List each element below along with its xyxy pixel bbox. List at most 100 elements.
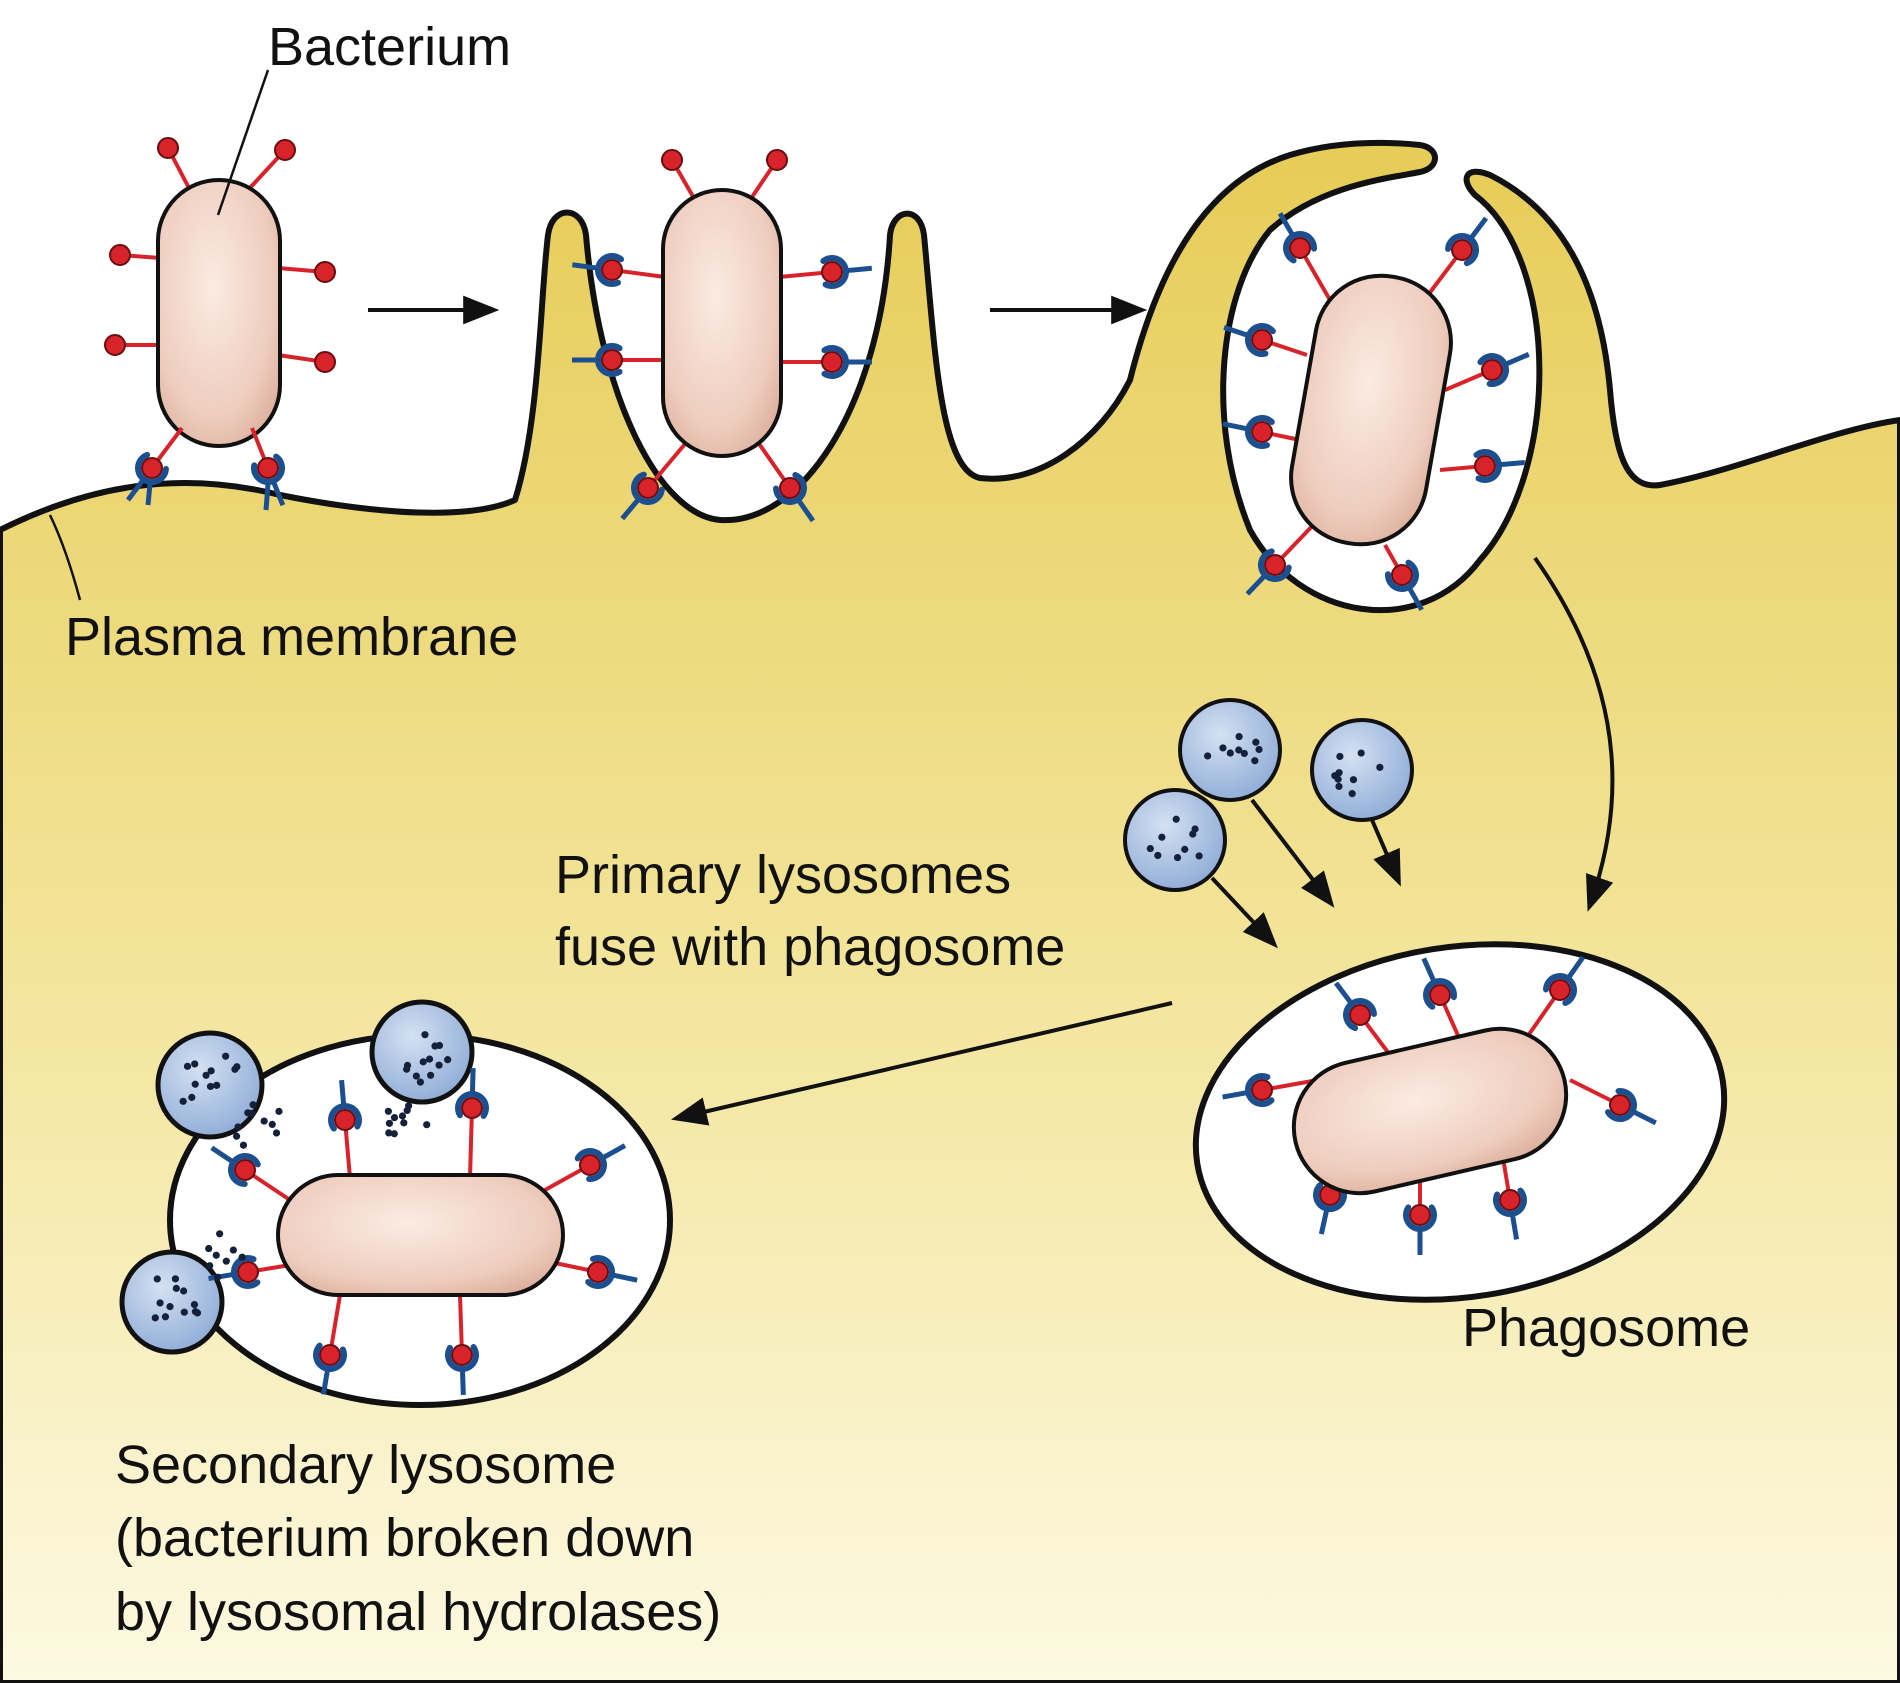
receptor-stalk bbox=[1509, 1213, 1520, 1240]
hydrolase-dot bbox=[427, 1071, 435, 1079]
receptor-stalk bbox=[1421, 957, 1437, 984]
stage1-bacterium bbox=[104, 137, 336, 511]
hydrolase-dot bbox=[1172, 815, 1180, 823]
secondary-antigens-receptors bbox=[208, 1067, 638, 1396]
hydrolase-dot bbox=[385, 1119, 394, 1127]
receptor-cup bbox=[1245, 415, 1275, 449]
arrow-to-phagosome bbox=[1533, 556, 1615, 912]
plasma-membrane-leader-line bbox=[48, 514, 82, 601]
hydrolase-dot bbox=[232, 1132, 241, 1140]
receptor-cup bbox=[631, 471, 665, 505]
antigen-knob bbox=[104, 334, 126, 356]
receptor-stalk bbox=[601, 1143, 627, 1161]
receptor-cup bbox=[1245, 1073, 1275, 1107]
hydrolase-dot bbox=[202, 1071, 210, 1079]
antigen-knob bbox=[637, 477, 659, 499]
receptor-stalk bbox=[1222, 421, 1249, 432]
hydrolase-dot bbox=[1219, 744, 1227, 752]
hydrolase-dot bbox=[435, 1061, 443, 1069]
hydrolase-dot bbox=[180, 1287, 188, 1295]
hydrolase-dot bbox=[419, 1058, 427, 1066]
hydrolase-dot bbox=[179, 1097, 187, 1105]
arrow-lysosome-2 bbox=[1370, 819, 1401, 887]
arrow-lysosome-3 bbox=[1210, 876, 1278, 949]
antigen-knob bbox=[1481, 359, 1503, 381]
label-secondary-lysosome-2: (bacterium broken down bbox=[115, 1508, 694, 1568]
hydrolase-dot bbox=[213, 1081, 221, 1089]
hydrolase-dot bbox=[1235, 732, 1243, 741]
primary-lysosomes bbox=[1123, 698, 1414, 892]
antigen-knob bbox=[157, 137, 179, 159]
antigen-knob bbox=[1289, 237, 1311, 259]
receptor-stalk bbox=[145, 483, 153, 506]
hydrolase-dot bbox=[216, 1230, 224, 1238]
antigen-knob bbox=[461, 1097, 483, 1119]
label-secondary-lysosome-1: Secondary lysosome bbox=[115, 1435, 616, 1495]
hydrolase-dot bbox=[1336, 752, 1344, 761]
antigen-knob bbox=[109, 244, 131, 266]
antigen-knob bbox=[334, 1109, 356, 1131]
hydrolase-dot bbox=[1158, 833, 1166, 841]
stage1-antigens bbox=[104, 137, 336, 373]
label-primary-lysosomes-2: fuse with phagosome bbox=[555, 917, 1065, 977]
receptor-stalk bbox=[459, 1368, 466, 1396]
antigen-knob bbox=[1549, 979, 1571, 1001]
receptor-stalk bbox=[1223, 324, 1250, 338]
antigen-knob bbox=[141, 457, 163, 479]
hydrolase-dot bbox=[400, 1119, 408, 1127]
hydrolase-dot bbox=[444, 1056, 452, 1064]
receptor-stalk bbox=[1333, 981, 1354, 1006]
stage2-engulfing bbox=[572, 149, 873, 523]
bacterium-1 bbox=[156, 178, 282, 448]
receptor-stalk bbox=[1222, 1089, 1249, 1100]
bacterium-4 bbox=[1291, 1026, 1569, 1196]
bacterium-2 bbox=[661, 188, 783, 458]
receptor-cup bbox=[1445, 233, 1479, 267]
receptor-stalk bbox=[126, 477, 146, 502]
receptor-stalk bbox=[795, 498, 815, 523]
receptor-stalk bbox=[1468, 216, 1489, 241]
antigen-knob bbox=[821, 351, 843, 373]
antigen-knob bbox=[766, 149, 788, 171]
hydrolase-dot bbox=[156, 1299, 164, 1307]
hydrolase-dot bbox=[423, 1121, 431, 1129]
hydrolase-dot bbox=[398, 1112, 407, 1120]
receptor-cup bbox=[585, 1255, 615, 1289]
hydrolase-dot bbox=[1204, 752, 1212, 760]
receptor-cup bbox=[773, 472, 807, 505]
hydrolase-dot bbox=[191, 1080, 199, 1088]
antigen-knob bbox=[1474, 455, 1496, 477]
hydrolase-dot bbox=[207, 1067, 215, 1075]
antigen-knob bbox=[779, 477, 801, 499]
hydrolase-dot bbox=[1173, 853, 1182, 862]
receptor-stalk bbox=[469, 1067, 476, 1095]
antigen-stalk bbox=[468, 1107, 474, 1179]
arrow-lysosome-1 bbox=[1250, 798, 1335, 908]
receptor-stalk bbox=[845, 265, 873, 274]
antigen-knob bbox=[319, 1344, 341, 1366]
hydrolase-dot bbox=[1252, 738, 1260, 746]
stage3-closing bbox=[1222, 212, 1530, 612]
hydrolase-dot bbox=[248, 1109, 256, 1117]
bacterium-leader-line bbox=[216, 69, 270, 216]
hydrolase-dot bbox=[272, 1129, 281, 1137]
receptor-stalk bbox=[270, 480, 286, 507]
hydrolase-dot bbox=[1335, 782, 1343, 791]
arrow-to-secondary bbox=[670, 1001, 1173, 1126]
hydrolase-dot bbox=[1154, 851, 1162, 860]
hydrolase-dot bbox=[166, 1303, 174, 1311]
receptor-stalk bbox=[208, 1271, 235, 1282]
hydrolase-dot bbox=[403, 1065, 411, 1073]
hydrolase-dot bbox=[384, 1107, 392, 1115]
hydrolase-dots bbox=[151, 1031, 452, 1322]
antigen-knob bbox=[601, 349, 623, 371]
hydrolase-dot bbox=[153, 1275, 161, 1283]
antigen-knob bbox=[451, 1344, 473, 1366]
antigen-knob bbox=[1429, 984, 1451, 1006]
phagosome bbox=[1192, 941, 1728, 1303]
label-plasma-membrane: Plasma membrane bbox=[65, 607, 518, 667]
hydrolase-dot bbox=[206, 1082, 215, 1091]
antigen-knob bbox=[274, 139, 296, 161]
